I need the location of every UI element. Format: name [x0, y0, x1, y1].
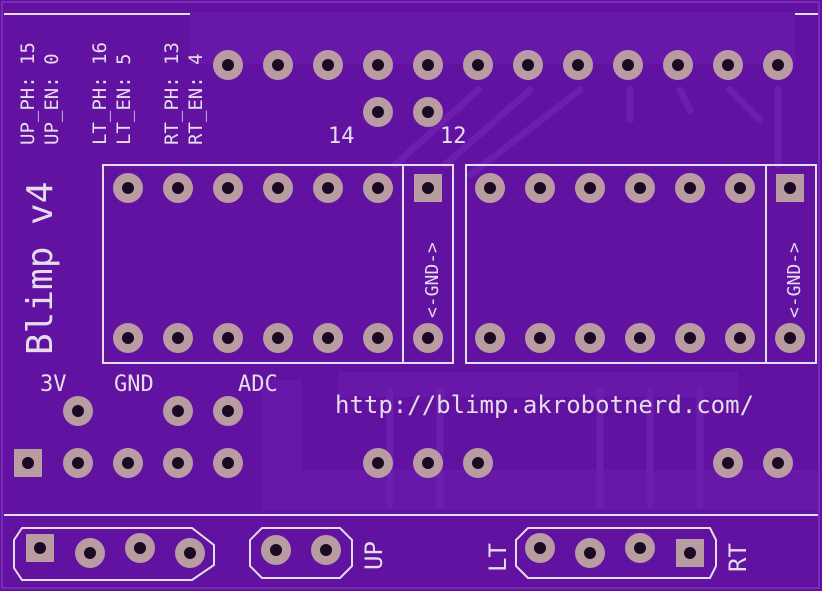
board-title: Blimp v4 — [20, 182, 61, 355]
lt-en-label: LT_EN: 5 — [113, 53, 135, 145]
rt-ph-label: RT_PH: 13 — [161, 42, 183, 145]
left-gnd-label: <-GND-> — [422, 242, 443, 318]
connector-rt-label: RT — [724, 543, 752, 572]
connector-up-label: UP — [360, 541, 388, 570]
lt-ph-label: LT_PH: 16 — [89, 42, 111, 145]
up-ph-label: UP_PH: 15 — [17, 42, 39, 145]
connector-up — [249, 527, 353, 579]
right-gnd-label: <-GND-> — [784, 242, 805, 318]
label-adc: ADC — [238, 372, 278, 397]
pin-14-label: 14 — [328, 124, 355, 149]
url-label: http://blimp.akrobotnerd.com/ — [335, 391, 754, 419]
pin-12-label: 12 — [440, 124, 467, 149]
up-en-label: UP_EN: 0 — [41, 53, 63, 145]
right-driver-footprint — [465, 164, 817, 364]
connector-lt-rt — [515, 527, 717, 579]
rt-en-label: RT_EN: 4 — [185, 53, 207, 145]
connector-4pin-left — [13, 527, 215, 581]
label-gnd: GND — [114, 372, 154, 397]
connector-lt-label: LT — [484, 543, 512, 572]
left-driver-footprint — [102, 164, 454, 364]
label-3v: 3V — [40, 372, 67, 397]
